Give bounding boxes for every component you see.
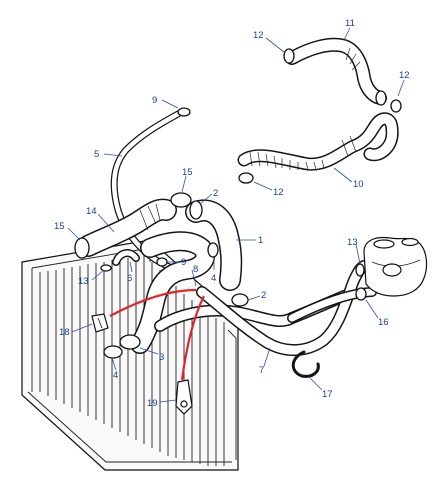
callout-15-top: 15 bbox=[182, 167, 193, 178]
callout-13-left: 13 bbox=[78, 276, 89, 287]
bracket-18 bbox=[91, 313, 109, 333]
callout-4-upper: 4 bbox=[211, 273, 216, 284]
callout-15-left: 15 bbox=[54, 221, 65, 232]
callout-numbers: 11 12 12 9 5 15 2 12 10 14 15 1 13 6 9 4… bbox=[54, 18, 410, 409]
callout-13-right: 13 bbox=[347, 237, 358, 248]
hose-1 bbox=[185, 199, 243, 291]
callout-10: 10 bbox=[353, 179, 364, 190]
callout-9-middle: 9 bbox=[181, 257, 186, 268]
hose-17 bbox=[291, 350, 320, 378]
callout-3: 3 bbox=[159, 352, 164, 363]
callout-11: 11 bbox=[345, 18, 355, 29]
hose-7 bbox=[154, 260, 370, 357]
callout-4-lower: 4 bbox=[113, 370, 118, 381]
hose-3 bbox=[130, 231, 216, 354]
hose-11 bbox=[285, 37, 387, 105]
bracket-19 bbox=[175, 379, 193, 415]
callout-8: 8 bbox=[193, 264, 198, 275]
callout-2-top: 2 bbox=[213, 188, 218, 199]
callout-12-top: 12 bbox=[253, 30, 264, 41]
callout-19: 19 bbox=[147, 398, 158, 409]
callout-18: 18 bbox=[59, 327, 70, 338]
red-indicator-lines bbox=[109, 288, 205, 381]
callout-12-right: 12 bbox=[399, 70, 410, 81]
callout-12-middle: 12 bbox=[273, 187, 284, 198]
callout-16: 16 bbox=[378, 317, 389, 328]
callout-7: 7 bbox=[259, 365, 264, 376]
hose-clamps bbox=[74, 48, 402, 359]
hose-10 bbox=[237, 112, 399, 171]
callout-14: 14 bbox=[86, 206, 97, 217]
callout-2-lower: 2 bbox=[261, 290, 266, 301]
callout-9-top: 9 bbox=[152, 95, 157, 106]
callout-1: 1 bbox=[258, 235, 263, 246]
callout-6: 6 bbox=[127, 273, 132, 284]
leader-lines bbox=[67, 27, 405, 403]
callout-17: 17 bbox=[322, 389, 333, 400]
hose-14 bbox=[77, 198, 177, 257]
hose-6 bbox=[112, 249, 140, 266]
callout-5: 5 bbox=[94, 149, 99, 160]
expansion-tank bbox=[363, 236, 428, 297]
